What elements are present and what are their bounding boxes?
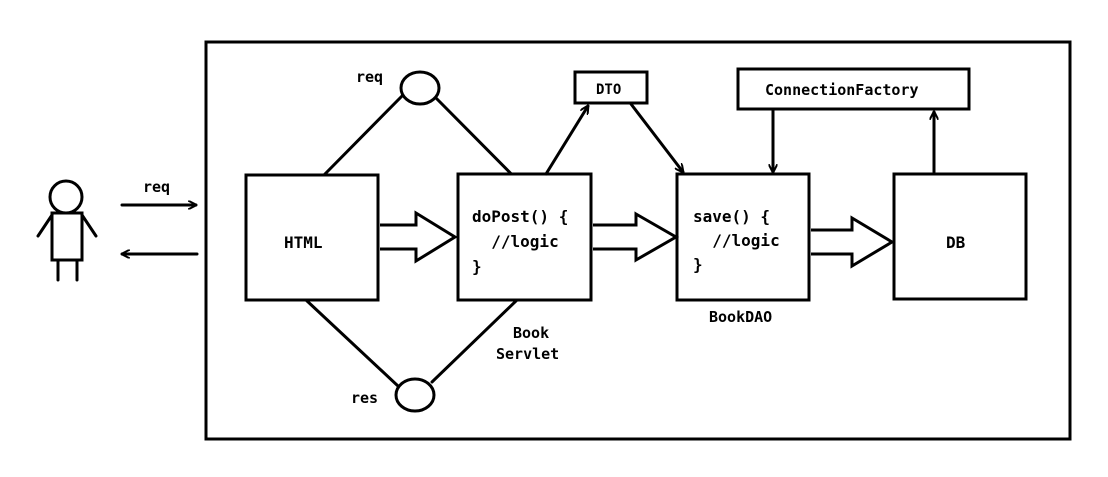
- servlet-node: [456, 172, 593, 302]
- actor-request-label: req: [143, 178, 170, 196]
- html-to-req-line: [322, 93, 405, 177]
- actor-left-arm: [36, 213, 54, 238]
- servlet-to-dto-arrow: [544, 106, 588, 176]
- dao-node: [675, 172, 811, 302]
- servlet-caption-line1: Book: [513, 324, 549, 342]
- dao-code-line1: save() {: [693, 207, 770, 226]
- connection-factory-node: [736, 67, 971, 111]
- servlet-to-dao-flow-arrow: [593, 211, 680, 263]
- dao-code-line3: }: [693, 255, 703, 274]
- actor-right-arm: [80, 213, 98, 238]
- html-to-servlet-flow-arrow: [380, 210, 458, 264]
- servlet-code-line1: doPost() {: [472, 207, 568, 226]
- dao-code-line2: //logic: [693, 231, 780, 250]
- response-object-label: res: [351, 389, 378, 407]
- html-node: [244, 173, 380, 302]
- connection-factory-label: ConnectionFactory: [765, 81, 919, 99]
- request-object-ellipse: [399, 70, 441, 106]
- servlet-caption-line2: Servlet: [496, 345, 559, 363]
- actor-head: [48, 179, 84, 215]
- dao-to-db-flow-arrow: [811, 215, 895, 269]
- dto-to-dao-arrow: [629, 102, 683, 172]
- html-to-res-line: [304, 298, 400, 388]
- html-node-label: HTML: [284, 233, 323, 252]
- dto-node: [573, 70, 649, 105]
- user-actor: [36, 179, 98, 282]
- dto-node-label: DTO: [596, 82, 621, 98]
- response-object-ellipse: [394, 377, 436, 413]
- actor-body: [50, 211, 84, 262]
- db-node: [892, 172, 1028, 301]
- request-object-label: req: [356, 68, 383, 86]
- servlet-code-line2: //logic: [472, 232, 559, 251]
- db-node-label: DB: [946, 233, 966, 252]
- dao-caption: BookDAO: [709, 308, 772, 326]
- servlet-code-line3: }: [472, 257, 482, 276]
